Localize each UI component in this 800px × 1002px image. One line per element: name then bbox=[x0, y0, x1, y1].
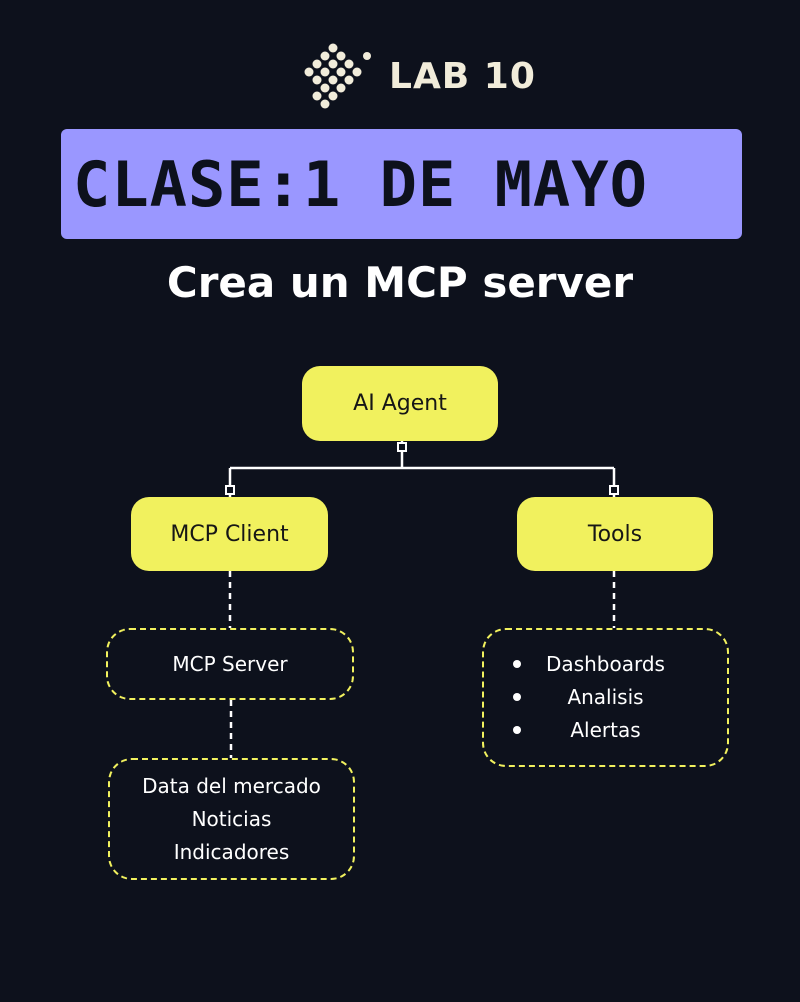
lab10-logo-icon bbox=[304, 43, 371, 109]
bullet-icon bbox=[512, 726, 521, 734]
logo: LAB 10 bbox=[297, 42, 536, 110]
data-source-item: Noticias bbox=[191, 806, 272, 831]
tool-item-label: Dashboards bbox=[546, 652, 665, 676]
right-connector-handle bbox=[609, 485, 619, 495]
page-title: Crea un MCP server bbox=[166, 258, 634, 307]
mcp-client-label: MCP Client bbox=[170, 521, 289, 547]
tools-label: Tools bbox=[587, 521, 643, 547]
tool-item-label: Alertas bbox=[570, 718, 641, 742]
tools-list-node: Dashboards Analisis Alertas bbox=[482, 628, 729, 767]
list-item: Dashboards bbox=[485, 648, 727, 681]
bullet-icon bbox=[512, 660, 521, 668]
ai-agent-node: AI Agent bbox=[302, 366, 498, 441]
data-source-item: Data del mercado bbox=[142, 773, 321, 798]
date-banner: CLASE:1 DE MAYO bbox=[61, 129, 742, 239]
mcp-client-node: MCP Client bbox=[131, 497, 328, 571]
banner-text: CLASE:1 DE MAYO bbox=[73, 147, 648, 221]
ai-agent-label: AI Agent bbox=[353, 391, 447, 416]
bullet-icon bbox=[512, 693, 521, 701]
left-connector-handle bbox=[225, 485, 235, 495]
root-connector-handle bbox=[397, 442, 407, 452]
list-item: Alertas bbox=[485, 714, 727, 747]
tools-list: Dashboards Analisis Alertas bbox=[485, 648, 727, 747]
mcp-server-label: MCP Server bbox=[172, 651, 288, 676]
list-item: Analisis bbox=[485, 681, 727, 714]
tool-item-label: Analisis bbox=[567, 685, 644, 709]
data-source-item: Indicadores bbox=[173, 839, 290, 864]
data-sources-node: Data del mercado Noticias Indicadores bbox=[108, 758, 355, 880]
tools-node: Tools bbox=[517, 497, 713, 571]
mcp-server-node: MCP Server bbox=[106, 628, 354, 700]
logo-text: LAB 10 bbox=[389, 55, 536, 97]
